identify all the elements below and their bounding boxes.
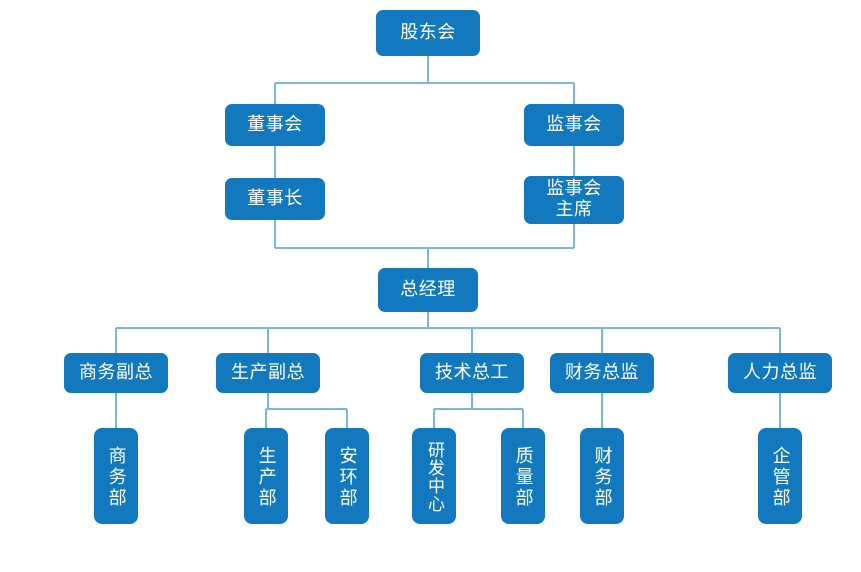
node-finance-director[interactable]: 财务总监: [550, 353, 654, 393]
node-production-department[interactable]: 生产部: [244, 428, 288, 524]
node-enterprise-management-department[interactable]: 企管部: [758, 428, 802, 524]
node-quality-department[interactable]: 质量部: [501, 428, 545, 524]
node-supervisory-board-chairman[interactable]: 监事会主席: [524, 176, 624, 224]
node-board-of-directors[interactable]: 董事会: [225, 104, 325, 146]
node-rd-center[interactable]: 研发中心: [412, 428, 456, 524]
node-general-manager[interactable]: 总经理: [378, 268, 478, 312]
node-vp-production[interactable]: 生产副总: [216, 353, 320, 393]
node-business-department[interactable]: 商务部: [94, 428, 138, 524]
node-shareholders-meeting[interactable]: 股东会: [376, 10, 480, 56]
node-hr-director[interactable]: 人力总监: [728, 353, 832, 393]
node-chairman[interactable]: 董事长: [225, 178, 325, 220]
node-supervisory-board[interactable]: 监事会: [524, 104, 624, 146]
node-vp-business[interactable]: 商务副总: [64, 353, 168, 393]
node-chief-engineer[interactable]: 技术总工: [420, 353, 524, 393]
node-finance-department[interactable]: 财务部: [580, 428, 624, 524]
node-safety-environment-department[interactable]: 安环部: [325, 428, 369, 524]
